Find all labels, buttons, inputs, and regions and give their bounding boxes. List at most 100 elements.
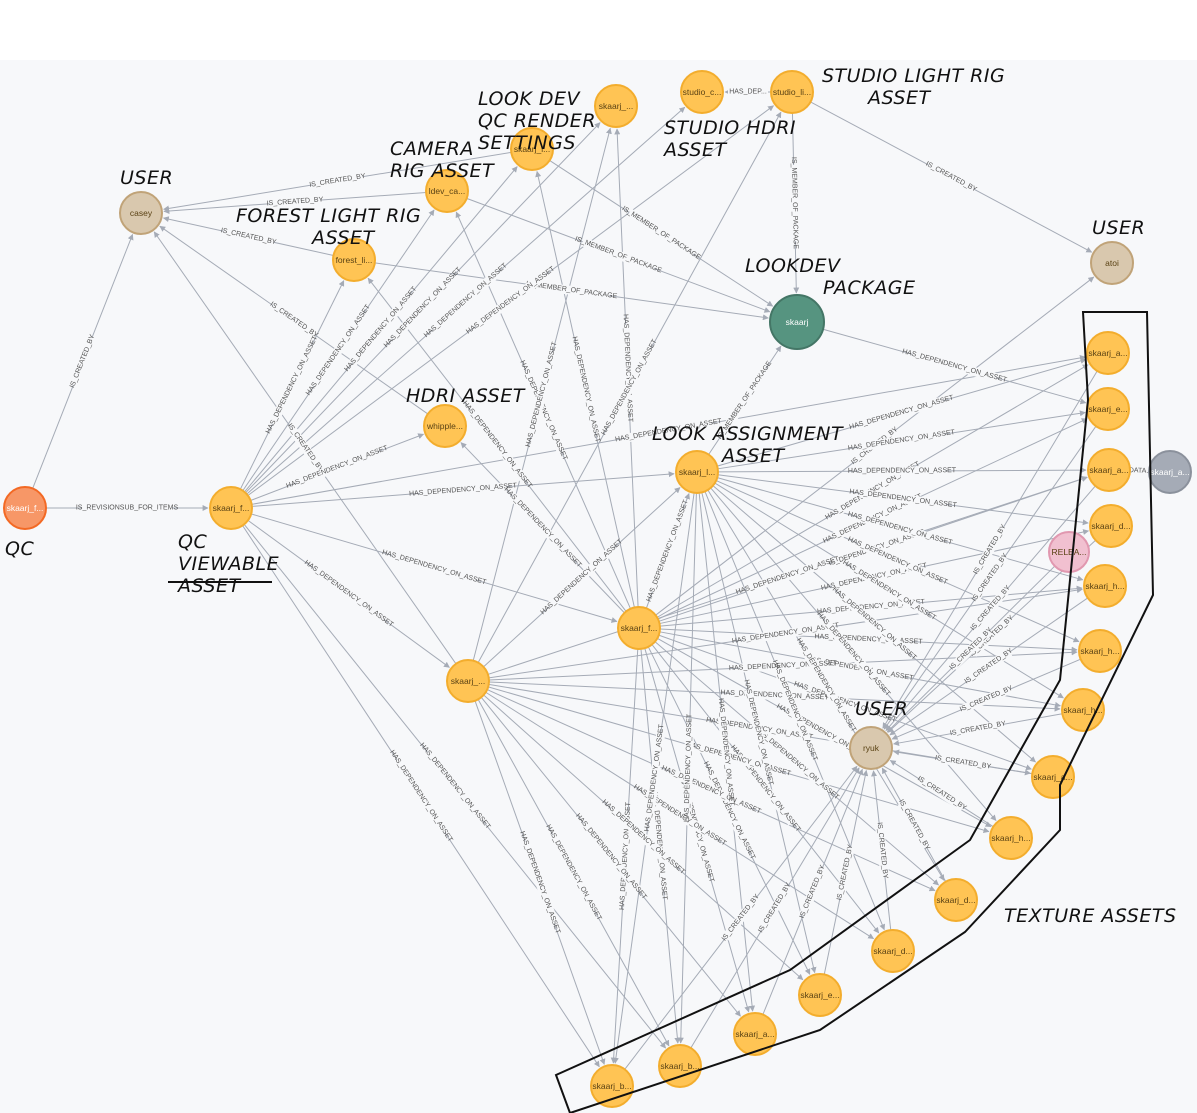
node-t9[interactable]: skaarj_h... bbox=[989, 816, 1033, 860]
edge-label-bg bbox=[798, 866, 827, 918]
asset-node-circle[interactable] bbox=[1086, 331, 1130, 375]
asset-node-circle[interactable] bbox=[733, 1012, 777, 1056]
node-t4[interactable]: skaarj_d... bbox=[1089, 504, 1133, 548]
node-lookassign[interactable]: skaarj_l... bbox=[675, 450, 719, 494]
edge-label-bg bbox=[874, 824, 890, 877]
node-t8[interactable]: skaarj_a... bbox=[1031, 755, 1075, 799]
edge-label: IS_CREATED_BY bbox=[269, 301, 320, 339]
asset-node-circle[interactable] bbox=[446, 659, 490, 703]
qc-node-circle[interactable] bbox=[3, 486, 47, 530]
edge-label-bg bbox=[961, 685, 1012, 714]
edge-label-bg bbox=[760, 731, 833, 796]
edge-label: HAS_DEPENDENCY_ON_ASSET bbox=[418, 742, 492, 831]
annotation-user-casey: USER bbox=[120, 167, 173, 189]
node-t6[interactable]: skaarj_h... bbox=[1078, 629, 1122, 673]
edge-label-bg bbox=[579, 820, 642, 894]
asset-node-circle[interactable] bbox=[871, 929, 915, 973]
edge-label-bg bbox=[856, 539, 940, 583]
edge-label-bg bbox=[81, 503, 173, 513]
edge-label: IS_MEMBER_OF_PACKAGE bbox=[574, 236, 663, 275]
node-t1[interactable]: skaarj_a... bbox=[1086, 331, 1130, 375]
node-t2[interactable]: skaarj_e... bbox=[1086, 387, 1130, 431]
edge-label-bg bbox=[741, 622, 830, 645]
asset-node-circle[interactable] bbox=[658, 1044, 702, 1088]
node-hub1[interactable]: skaarj_f... bbox=[617, 606, 661, 650]
other-node-circle[interactable] bbox=[1148, 450, 1192, 494]
user-node-circle[interactable] bbox=[119, 191, 163, 235]
asset-node-circle[interactable] bbox=[1087, 448, 1131, 492]
node-grey[interactable]: skaarj_a... bbox=[1148, 450, 1192, 494]
asset-node-circle[interactable] bbox=[934, 878, 978, 922]
node-t12[interactable]: skaarj_e... bbox=[798, 973, 842, 1017]
asset-node-circle[interactable] bbox=[590, 1064, 634, 1108]
asset-node-circle[interactable] bbox=[675, 450, 719, 494]
asset-node-circle[interactable] bbox=[425, 169, 469, 213]
node-t3[interactable]: skaarj_a... bbox=[1087, 448, 1131, 492]
user-node-circle[interactable] bbox=[849, 726, 893, 770]
asset-node-circle[interactable] bbox=[617, 606, 661, 650]
edge-label-bg bbox=[695, 742, 782, 776]
edge-label-bg bbox=[466, 407, 528, 482]
node-pkg[interactable]: skaarj bbox=[769, 294, 825, 350]
node-t13[interactable]: skaarj_a... bbox=[733, 1012, 777, 1056]
user-node-circle[interactable] bbox=[1090, 241, 1134, 285]
edge-label-bg bbox=[857, 429, 946, 452]
asset-node-circle[interactable] bbox=[332, 238, 376, 282]
edge-label-bg bbox=[581, 237, 656, 273]
asset-node-circle[interactable] bbox=[1078, 629, 1122, 673]
edge-label-bg bbox=[640, 788, 719, 843]
asset-node-circle[interactable] bbox=[1031, 755, 1075, 799]
node-release[interactable]: RELEA... bbox=[1048, 531, 1090, 573]
asset-node-circle[interactable] bbox=[989, 816, 1033, 860]
node-t15[interactable]: skaarj_b... bbox=[590, 1064, 634, 1108]
edge-label-bg bbox=[270, 301, 318, 339]
edge-label-bg bbox=[682, 724, 695, 812]
edge-label-bg bbox=[389, 273, 457, 343]
edge-label-bg bbox=[971, 554, 1009, 602]
node-studioli[interactable]: studio_li... bbox=[770, 70, 814, 114]
asset-node-circle[interactable] bbox=[1061, 688, 1105, 732]
edge-label-bg bbox=[911, 350, 998, 383]
node-t11[interactable]: skaarj_d... bbox=[871, 929, 915, 973]
node-ryuk[interactable]: ryuk bbox=[849, 726, 893, 770]
asset-node-circle[interactable] bbox=[209, 486, 253, 530]
asset-node-circle[interactable] bbox=[594, 84, 638, 128]
node-qc[interactable]: skaarj_f... bbox=[3, 486, 47, 530]
edge-label-bg bbox=[728, 87, 768, 97]
edge-label: HAS_DEPENDENCY_ON_ASSET bbox=[683, 713, 693, 822]
asset-node-circle[interactable] bbox=[1089, 504, 1133, 548]
node-hub2[interactable]: skaarj_... bbox=[446, 659, 490, 703]
node-skt1[interactable]: skaarj_... bbox=[594, 84, 638, 128]
node-studioc[interactable]: studio_c... bbox=[680, 70, 724, 114]
node-t10[interactable]: skaarj_d... bbox=[934, 878, 978, 922]
edge-label: IS_CREATED_BY bbox=[309, 173, 366, 189]
edge-label-bg bbox=[858, 396, 945, 430]
asset-node-circle[interactable] bbox=[423, 404, 467, 448]
asset-node-circle[interactable] bbox=[680, 70, 724, 114]
edge-label-bg bbox=[739, 659, 827, 673]
edge-label-bg bbox=[393, 757, 449, 835]
edge-label: HAS_DEPENDENCY_ON_ASSET bbox=[465, 265, 557, 336]
edge-label-bg bbox=[835, 846, 855, 899]
asset-node-circle[interactable] bbox=[770, 70, 814, 114]
edge-label-bg bbox=[970, 615, 1014, 657]
edge-label-bg bbox=[1125, 466, 1156, 477]
package-node-circle[interactable] bbox=[769, 294, 825, 350]
asset-node-circle[interactable] bbox=[510, 127, 554, 171]
asset-node-circle[interactable] bbox=[798, 973, 842, 1017]
edge-label-bg bbox=[311, 172, 364, 190]
node-whipple[interactable]: whipple... bbox=[423, 404, 467, 448]
edge-label-bg bbox=[548, 832, 599, 913]
asset-node-circle[interactable] bbox=[1083, 564, 1127, 608]
edge-label-bg bbox=[973, 525, 1007, 574]
node-casey[interactable]: casey bbox=[119, 191, 163, 235]
release-node-circle[interactable] bbox=[1048, 531, 1090, 573]
node-t5[interactable]: skaarj_h... bbox=[1083, 564, 1127, 608]
node-atoi[interactable]: atoi bbox=[1090, 241, 1134, 285]
edge-label-bg bbox=[644, 734, 666, 822]
node-qcview[interactable]: skaarj_f... bbox=[209, 486, 253, 530]
asset-node-circle[interactable] bbox=[1086, 387, 1130, 431]
